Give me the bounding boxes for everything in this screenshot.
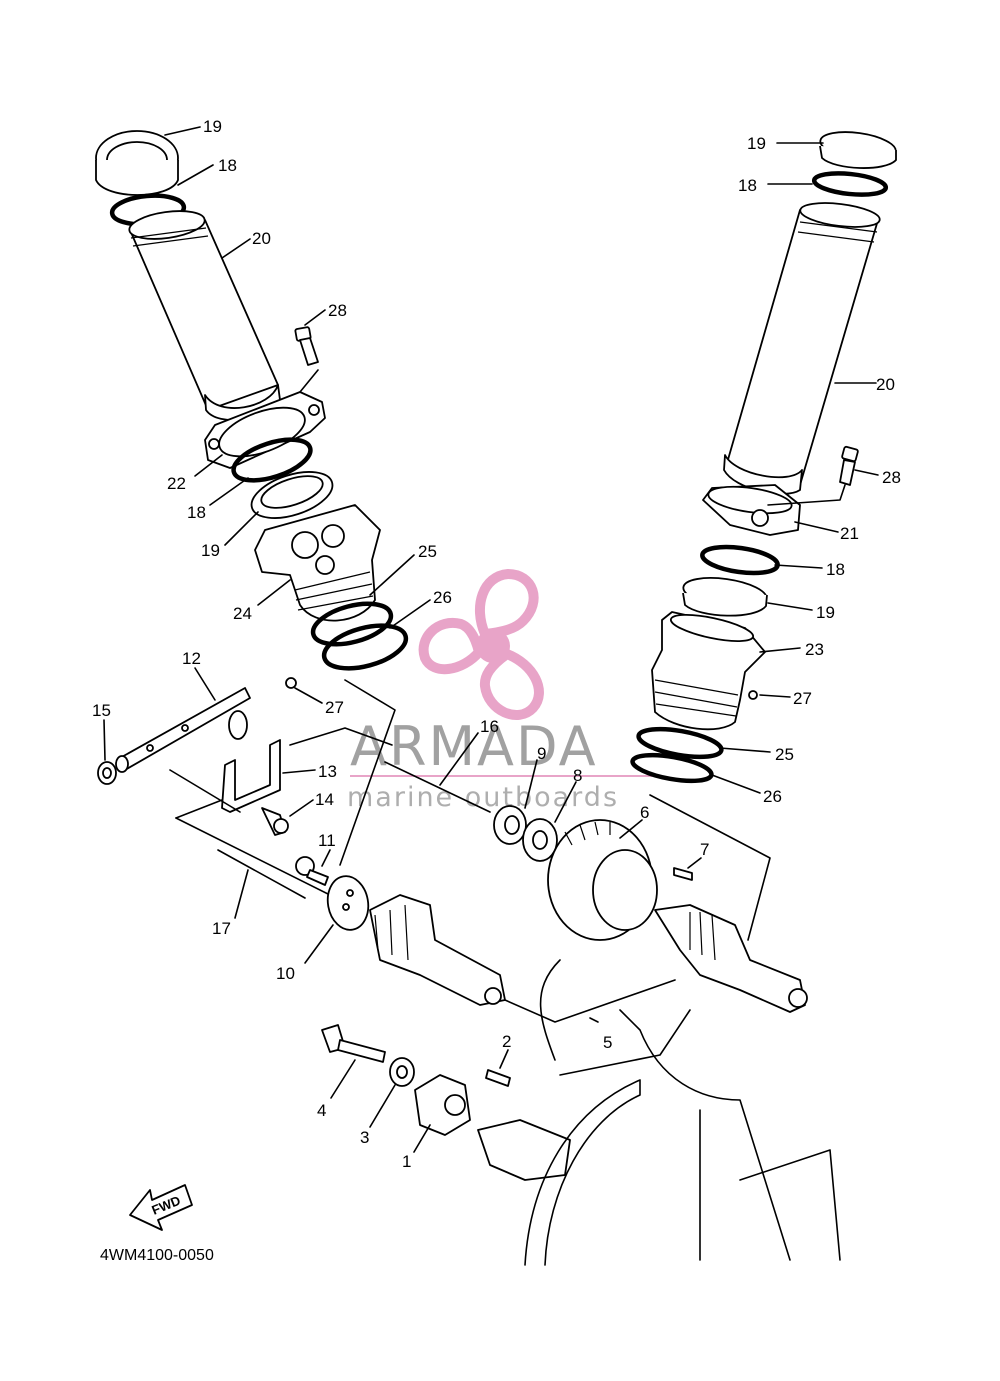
callout-23: 23 xyxy=(805,640,824,659)
callout-11: 11 xyxy=(318,831,336,850)
callout-17: 17 xyxy=(212,919,231,938)
callout-19: 19 xyxy=(201,541,220,560)
callout-12: 12 xyxy=(182,649,201,668)
callout-6: 6 xyxy=(640,803,649,822)
callout-27: 27 xyxy=(793,689,812,708)
bolt-4 xyxy=(321,1024,386,1063)
plate-10 xyxy=(326,875,370,931)
callout-14: 14 xyxy=(315,790,334,809)
callout-10: 10 xyxy=(276,964,295,983)
callout-4: 4 xyxy=(317,1101,326,1120)
washer-15 xyxy=(97,761,117,785)
callout-15: 15 xyxy=(92,701,111,720)
gear-6 xyxy=(547,819,658,941)
o-ring-mid-left xyxy=(231,437,313,483)
rod-17 xyxy=(217,849,306,899)
callout-5: 5 xyxy=(603,1033,612,1052)
cylinder-tube-right xyxy=(723,202,881,495)
flywheel-ring-gear xyxy=(524,959,841,1266)
o-ring-26-left xyxy=(321,623,409,671)
bolt-28-right xyxy=(839,445,859,486)
callout-18: 18 xyxy=(187,503,206,522)
cylinder-cap-mid-left xyxy=(250,471,334,519)
callout-21: 21 xyxy=(840,524,859,543)
o-ring-mid-right xyxy=(700,544,780,576)
callout-22: 22 xyxy=(167,474,186,493)
shift-linkage xyxy=(97,687,491,901)
callout-19: 19 xyxy=(816,603,835,622)
callout-26: 26 xyxy=(763,787,782,806)
cylinder-flange-left xyxy=(204,391,326,469)
cylinder-flange-right xyxy=(702,484,801,536)
cylinder-body-left xyxy=(254,504,381,622)
callout-24: 24 xyxy=(233,604,252,623)
callout-25: 25 xyxy=(418,542,437,561)
callout-20: 20 xyxy=(252,229,271,248)
ball-27-left xyxy=(285,677,297,689)
motor-shaft xyxy=(477,1119,571,1181)
bolt-28-left xyxy=(294,326,319,366)
callout-3: 3 xyxy=(360,1128,369,1147)
callout-26: 26 xyxy=(433,588,452,607)
callout-19: 19 xyxy=(747,134,766,153)
fwd-arrow-icon: FWD xyxy=(129,1184,193,1231)
washer-8 xyxy=(522,818,558,862)
o-ring-25-right xyxy=(636,726,724,760)
washer-9 xyxy=(493,805,527,845)
washer-3 xyxy=(389,1057,415,1087)
callout-28: 28 xyxy=(328,301,347,320)
gear-1 xyxy=(414,1074,471,1136)
propeller-logo-icon xyxy=(418,568,544,720)
callout-18: 18 xyxy=(218,156,237,175)
callout-27: 27 xyxy=(325,698,344,717)
callout-16: 16 xyxy=(480,717,499,736)
diagram-code: 4WM4100-0050 xyxy=(100,1247,214,1264)
rod-16 xyxy=(384,761,491,813)
key-7 xyxy=(673,867,693,881)
o-ring-25-left xyxy=(310,601,394,647)
left-cylinder-assembly xyxy=(95,130,409,689)
right-cylinder-assembly xyxy=(630,131,897,784)
lower-gearing xyxy=(295,679,841,1266)
cylinder-cap-top-right xyxy=(819,131,897,169)
leader-lines xyxy=(103,126,879,1153)
bracket-13 xyxy=(221,739,281,813)
cylinder-cap-top-left xyxy=(95,130,179,196)
callout-13: 13 xyxy=(318,762,337,781)
callout-9: 9 xyxy=(537,744,546,763)
shift-rod-12 xyxy=(115,687,251,773)
callout-8: 8 xyxy=(573,766,582,785)
callout-18: 18 xyxy=(738,176,757,195)
callout-18: 18 xyxy=(826,560,845,579)
callout-7: 7 xyxy=(700,840,709,859)
callout-25: 25 xyxy=(775,745,794,764)
callout-20: 20 xyxy=(876,375,895,394)
cylinder-body-right xyxy=(651,611,766,731)
callout-2: 2 xyxy=(502,1032,511,1051)
key-2 xyxy=(485,1069,511,1087)
cylinder-cap-mid-right xyxy=(682,577,768,617)
pinion-shaft-left xyxy=(369,894,506,1006)
callout-labels: 19 18 20 28 22 18 19 24 25 26 27 12 15 1… xyxy=(92,117,901,1171)
armada-watermark: ARMADA marine outboards xyxy=(347,568,652,813)
callout-28: 28 xyxy=(882,468,901,487)
callout-19: 19 xyxy=(203,117,222,136)
bolt-11 xyxy=(295,856,329,886)
o-ring-top-right xyxy=(811,171,889,197)
ball-27-right xyxy=(748,690,758,700)
pinion-shaft-right xyxy=(654,904,808,1013)
screw-14 xyxy=(261,807,289,836)
callout-1: 1 xyxy=(402,1152,411,1171)
watermark-brand: ARMADA xyxy=(350,715,598,778)
